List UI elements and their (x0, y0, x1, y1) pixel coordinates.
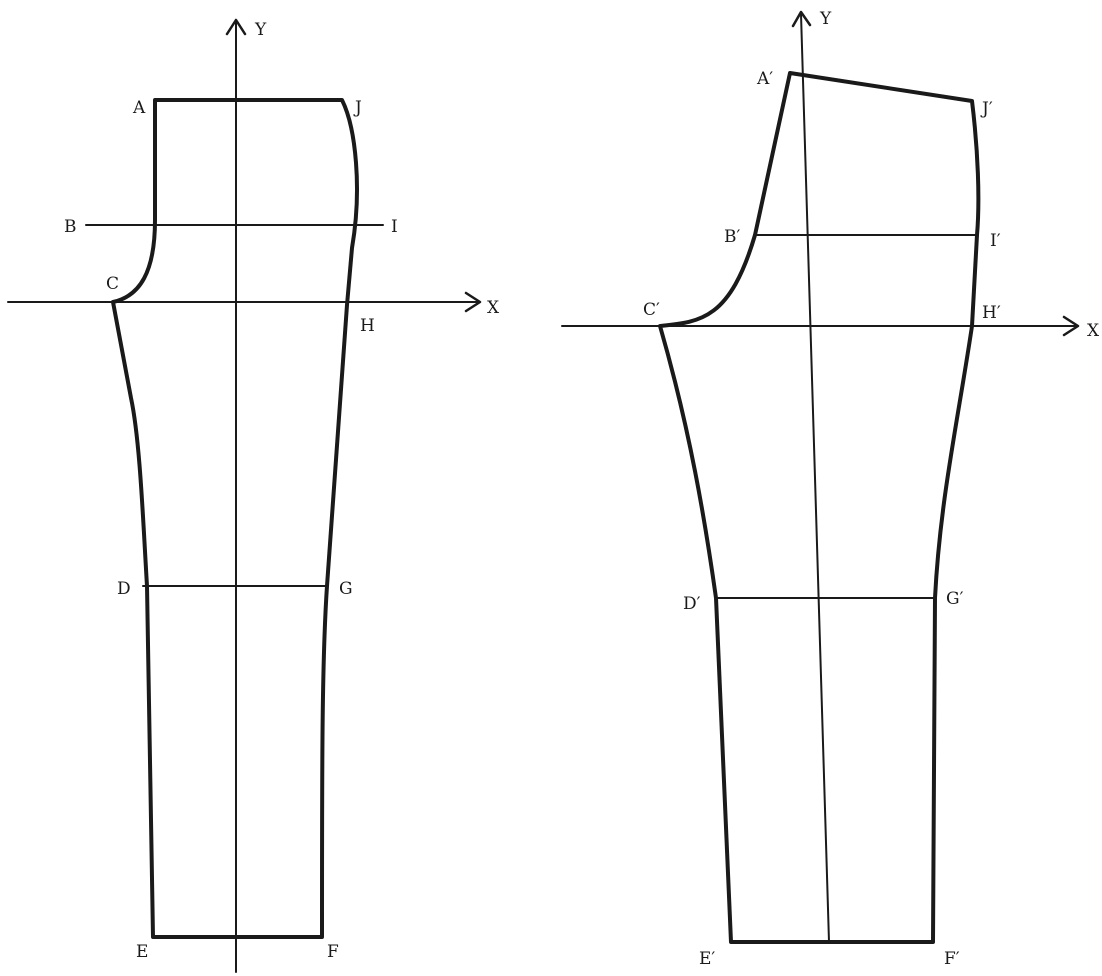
right-label-e: E′ (699, 949, 715, 969)
right-y-axis (800, 13, 830, 943)
left-figure: A J B I C H D G E F Y X (7, 18, 500, 973)
right-label-j: J′ (980, 99, 993, 119)
left-label-x-axis: X (487, 298, 500, 318)
right-label-i: I′ (990, 231, 1001, 251)
right-label-d: D′ (683, 594, 701, 614)
left-label-e: E (136, 942, 148, 962)
left-y-arrow-icon (225, 18, 247, 36)
right-x-arrow-icon (1062, 315, 1080, 337)
right-label-c: C′ (643, 300, 660, 320)
right-label-y-axis: Y (819, 9, 832, 29)
left-pattern-outline (111, 98, 359, 939)
left-label-d: D (117, 579, 131, 599)
left-label-g: G (339, 579, 353, 599)
left-label-a: A (132, 98, 146, 118)
left-x-arrow-icon (464, 291, 482, 313)
right-label-x-axis: X (1087, 321, 1100, 341)
left-label-h: H (360, 316, 375, 336)
right-label-h: H′ (982, 303, 1001, 323)
left-label-c: C (106, 274, 119, 294)
left-label-y-axis: Y (254, 20, 267, 40)
right-label-g: G′ (946, 589, 964, 609)
right-label-b: B′ (724, 227, 740, 247)
left-label-f: F (327, 942, 339, 962)
right-y-arrow-icon (791, 10, 812, 28)
right-label-f: F′ (944, 949, 960, 969)
right-figure: A′ J′ B′ I′ C′ H′ D′ G′ E′ F′ Y X (561, 9, 1100, 969)
right-label-a: A′ (756, 69, 773, 89)
left-label-i: I (391, 217, 398, 237)
right-pattern-outline (658, 71, 981, 944)
left-label-j: J (353, 98, 362, 118)
left-label-b: B (64, 217, 77, 237)
